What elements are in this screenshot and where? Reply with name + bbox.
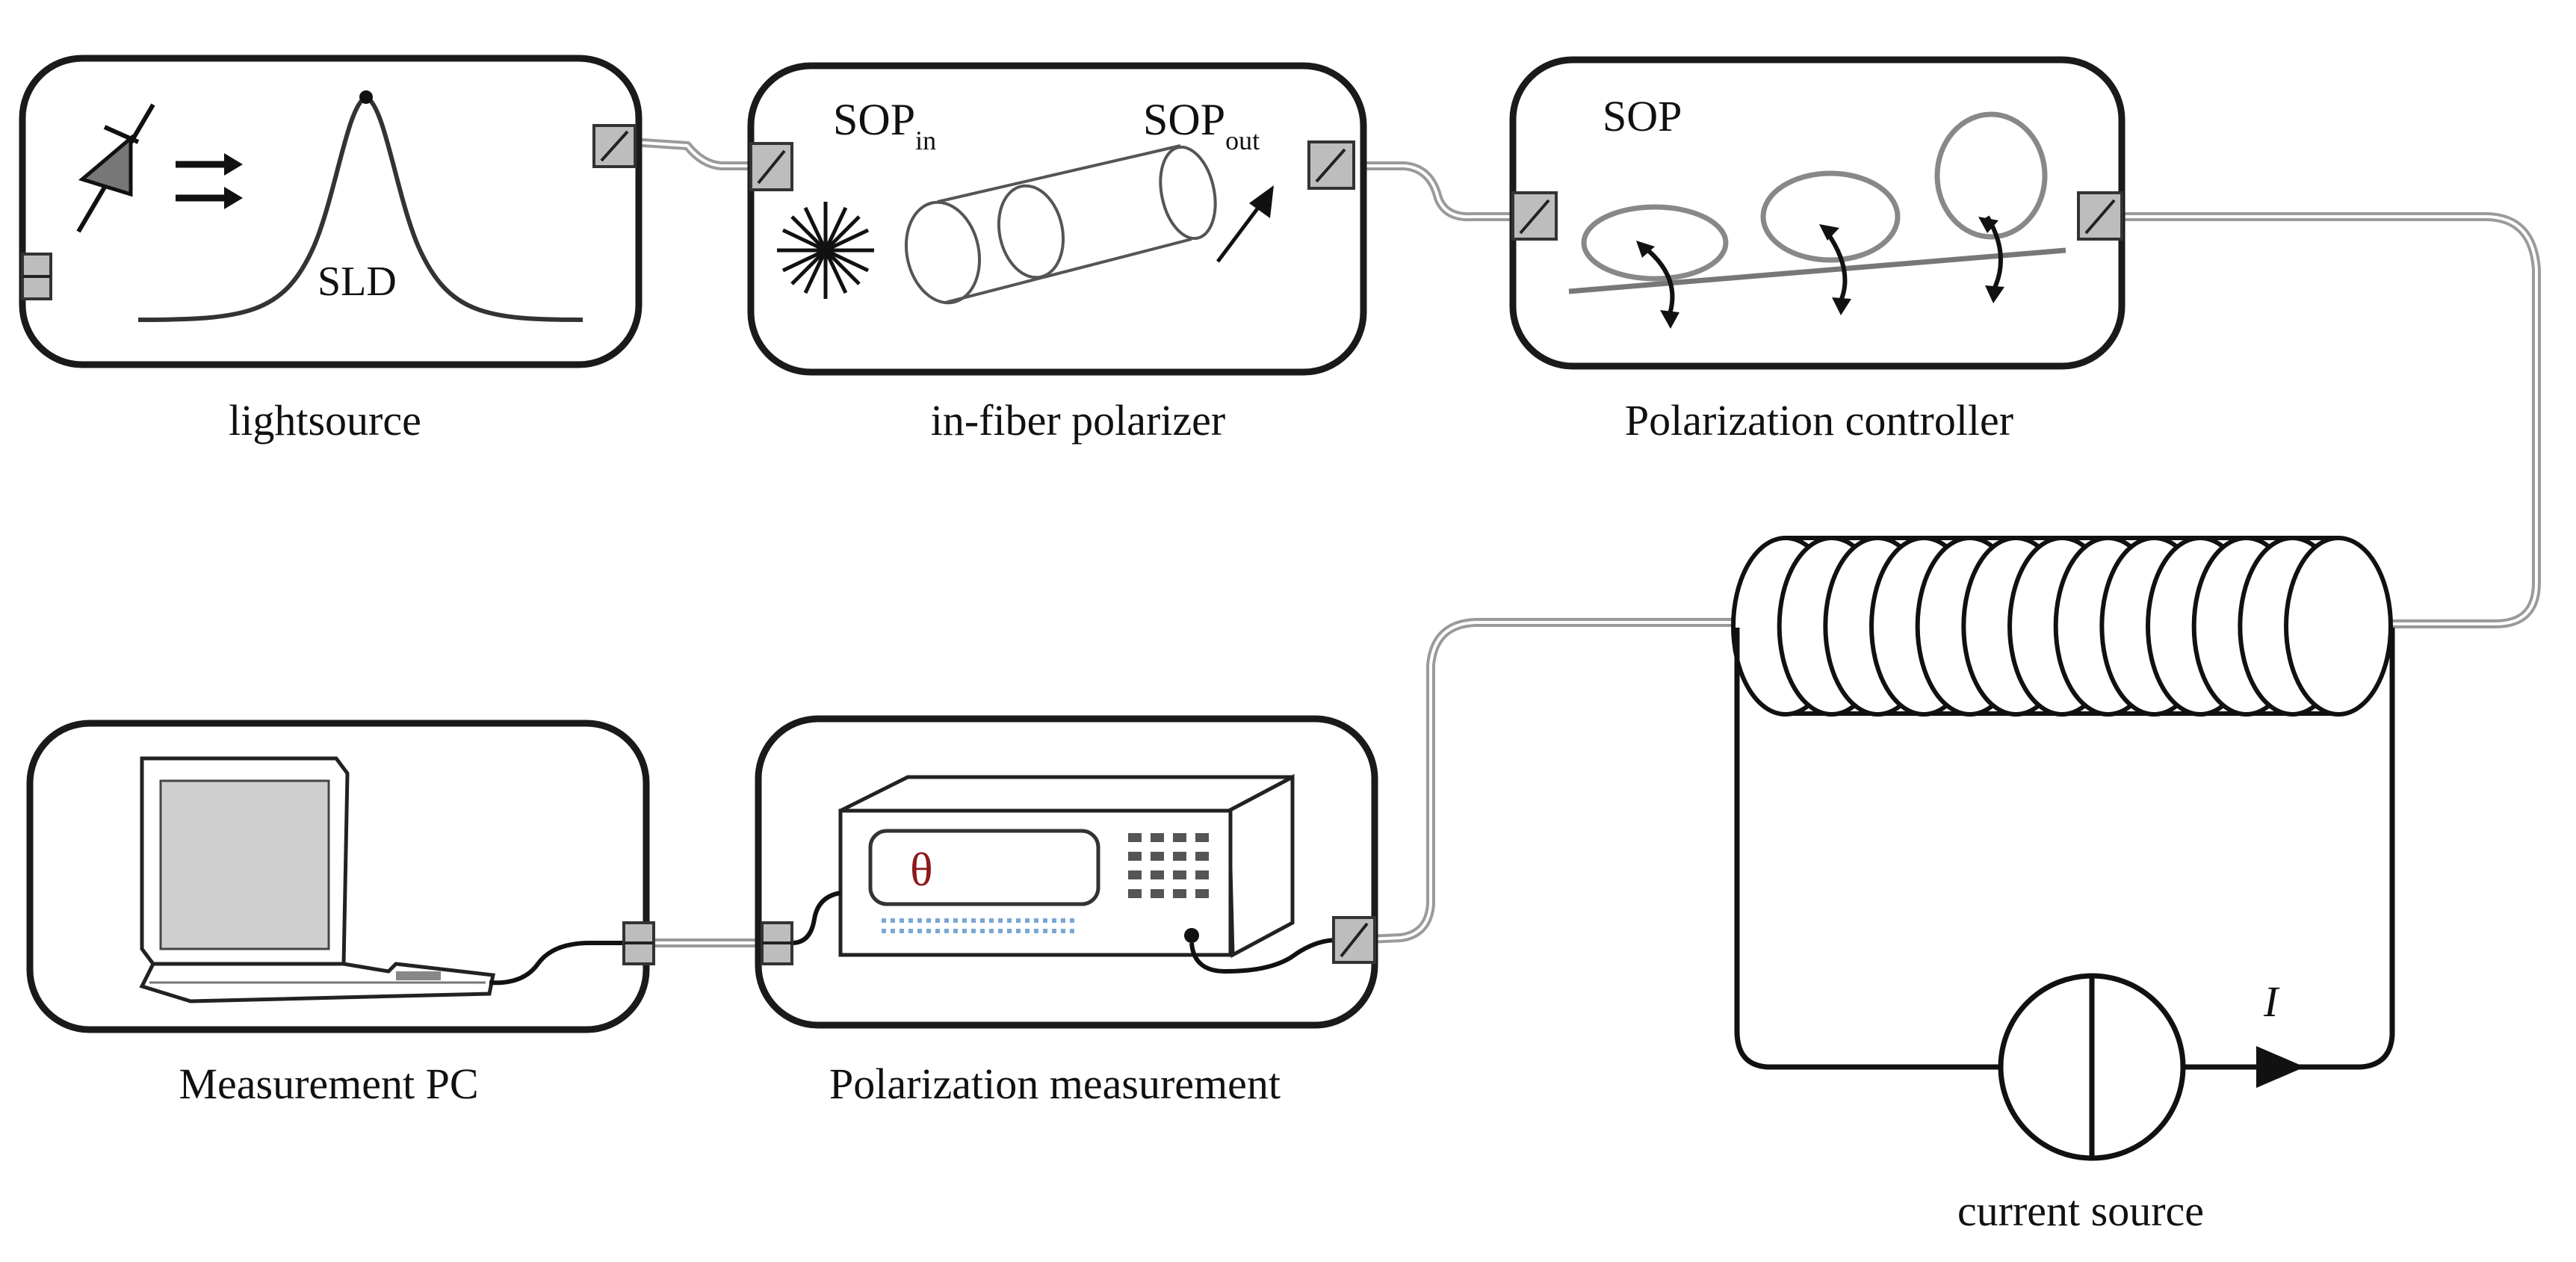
lightsource-power-connector — [21, 253, 52, 300]
unpolarized-light-icon — [777, 202, 874, 299]
fiber-coil — [1731, 536, 2393, 717]
measurement-block: θ — [755, 715, 1378, 1029]
coil-turns — [1731, 536, 2393, 717]
polarizer-block: SOPin SOPout — [747, 62, 1367, 376]
pc-input-connector — [622, 921, 655, 965]
lightsource-output-connector — [592, 124, 637, 168]
fiber-coil-to-measurement — [1348, 618, 1738, 944]
current-source-caption: current source — [1957, 1187, 2204, 1235]
measurement-pc-cable — [777, 891, 841, 945]
current-direction-arrow — [2256, 1046, 2305, 1088]
laptop-icon — [139, 756, 495, 1003]
measurement-caption: Polarization measurement — [829, 1060, 1281, 1108]
polarimeter-instrument-icon: θ — [838, 773, 1295, 959]
paddle-loop-1-icon — [1581, 204, 1729, 329]
fiber-lightsource-to-polarizer — [627, 137, 774, 170]
diode-icon — [76, 103, 155, 233]
pc-caption: Measurement PC — [179, 1060, 478, 1108]
controller-sop-label: SOP — [1603, 92, 1682, 140]
paddle-loop-2-icon — [1760, 170, 1901, 315]
theta-symbol: θ — [910, 843, 933, 896]
controller-caption: Polarization controller — [1625, 396, 2013, 445]
polarizer-caption: in-fiber polarizer — [931, 396, 1226, 445]
measurement-pc-connector — [761, 921, 793, 965]
measurement-fiber-connector — [1332, 916, 1376, 964]
polarimeter-display — [868, 829, 1100, 906]
controller-block: SOP — [1509, 56, 2125, 370]
controller-input-connector — [1511, 191, 1558, 241]
measurement-port-cable — [1189, 938, 1338, 974]
fiber-cylinder-icon — [904, 144, 1217, 305]
lightsource-caption: lightsource — [229, 396, 421, 445]
circuit-wire-left — [1734, 628, 2002, 1070]
current-source-icon — [1998, 973, 2186, 1161]
speaker-grille-icon — [882, 918, 1076, 933]
polarizer-box — [747, 62, 1367, 376]
fiber-polarizer-to-controller — [1340, 161, 1536, 222]
controller-output-connector — [2077, 191, 2123, 241]
polarized-output-arrow-icon — [1216, 185, 1274, 263]
circuit-wire-right — [2182, 628, 2395, 1070]
controller-fiber-line — [1568, 247, 2066, 294]
fiber-controller-to-coil — [2102, 212, 2541, 628]
pc-block — [26, 720, 655, 1033]
paddle-loop-3-icon — [1934, 111, 2048, 303]
fiber-input-port-icon — [1184, 928, 1199, 943]
sop-out-label: SOPout — [1143, 95, 1260, 155]
current-source-circuit: I — [1734, 628, 2395, 1161]
polarizer-input-connector — [749, 142, 793, 191]
fiber-links — [627, 137, 2541, 947]
light-emission-arrows-icon — [176, 153, 243, 209]
keypad-icon — [1128, 833, 1209, 898]
sop-in-label: SOPin — [833, 95, 936, 155]
coil-turn — [2284, 536, 2393, 717]
pc-cable — [489, 941, 635, 986]
lightsource-box — [19, 55, 643, 368]
sld-label: SLD — [318, 259, 397, 305]
lightsource-block: SLD — [19, 55, 643, 368]
current-symbol-label: I — [2263, 977, 2280, 1026]
polarizer-output-connector — [1307, 140, 1355, 190]
